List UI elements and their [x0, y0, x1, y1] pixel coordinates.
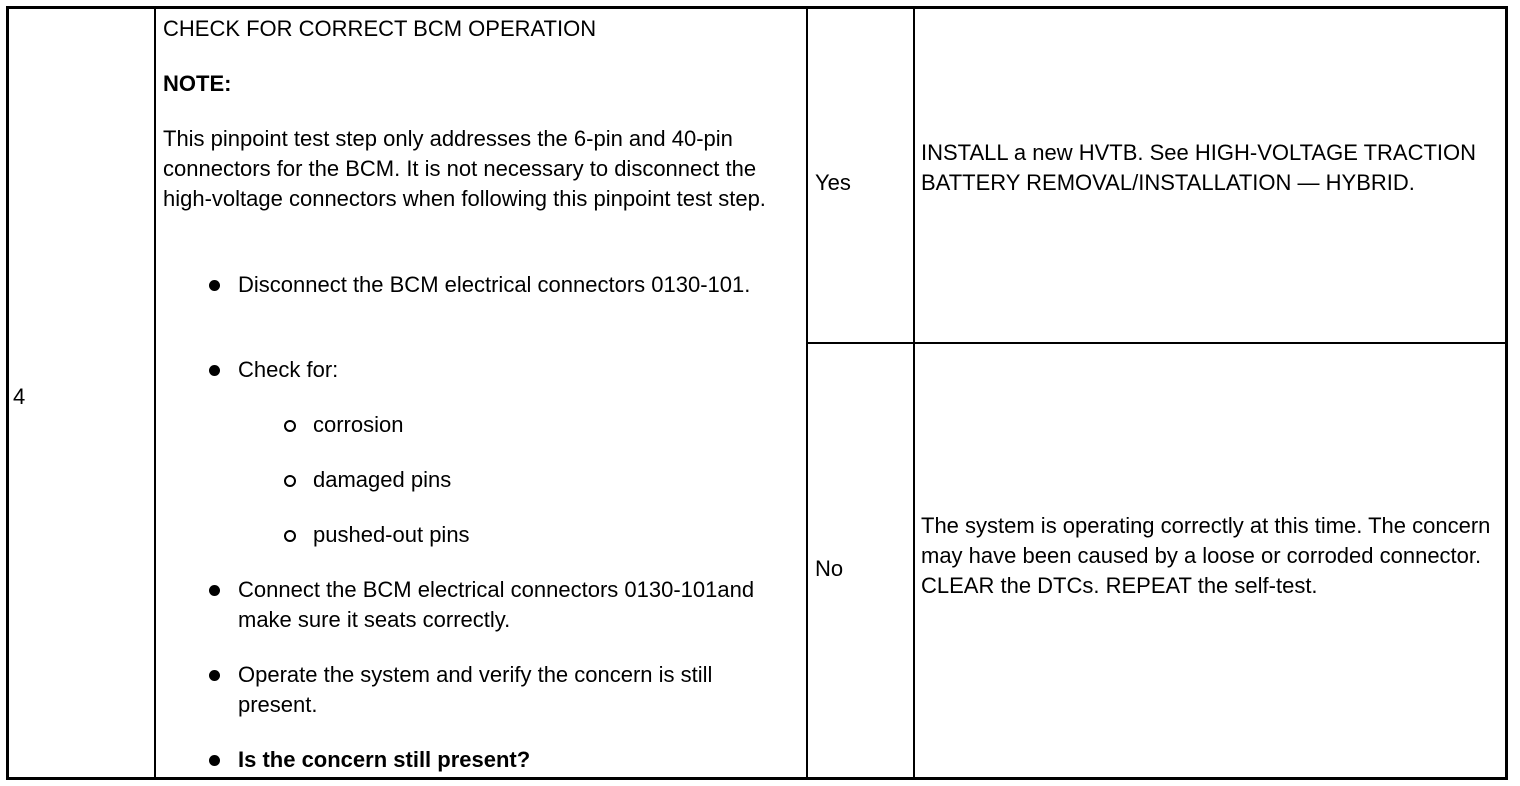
note-text: This pinpoint test step only addresses t… [163, 126, 766, 211]
bullet-dot-icon [209, 585, 220, 596]
bullet-dot-icon [209, 280, 220, 291]
bullet-text: Disconnect the BCM electrical connectors… [238, 272, 751, 297]
bullet-text: Check for: [238, 357, 339, 382]
sub-bullet-damaged-pins: damaged pins [284, 465, 793, 495]
result-yes-action: INSTALL a new HVTB. See HIGH-VOLTAGE TRA… [921, 140, 1477, 195]
sub-bullet-corrosion: corrosion [284, 410, 793, 440]
step-title: CHECK FOR CORRECT BCM OPERATION [163, 16, 597, 41]
bullet-operate: Operate the system and verify the concer… [209, 660, 798, 720]
bullet-dot-icon [209, 755, 220, 766]
result-yes-label: Yes [815, 170, 851, 195]
bullet-dot-icon [209, 670, 220, 681]
bullet-dot-icon [209, 365, 220, 376]
sub-bullet-pushed-out-pins: pushed-out pins [284, 520, 793, 550]
step-number: 4 [13, 384, 26, 409]
note-label: NOTE: [163, 71, 232, 96]
result-no-action: The system is operating correctly at thi… [921, 513, 1491, 598]
pinpoint-test-table: 4 CHECK FOR CORRECT BCM OPERATION NOTE: … [6, 6, 1508, 780]
sub-bullet-text: pushed-out pins [313, 522, 470, 547]
bullet-text: Connect the BCM electrical connectors 01… [238, 577, 755, 632]
bullet-check-for: Check for: [209, 355, 798, 385]
bullet-circle-icon [284, 530, 296, 542]
bullet-text: Is the concern still present? [238, 747, 531, 772]
bullet-disconnect: Disconnect the BCM electrical connectors… [209, 270, 798, 300]
sub-bullet-text: damaged pins [313, 467, 452, 492]
row-divider-yes-no [806, 342, 1505, 344]
result-no-label: No [815, 556, 844, 581]
sub-bullet-text: corrosion [313, 412, 404, 437]
column-divider-result [913, 9, 915, 777]
bullet-circle-icon [284, 475, 296, 487]
bullet-circle-icon [284, 420, 296, 432]
bullet-question: Is the concern still present? [209, 745, 798, 775]
bullet-text: Operate the system and verify the concer… [238, 662, 713, 717]
bullet-connect: Connect the BCM electrical connectors 01… [209, 575, 798, 635]
column-divider-step [154, 9, 156, 777]
column-divider-check [806, 9, 808, 777]
